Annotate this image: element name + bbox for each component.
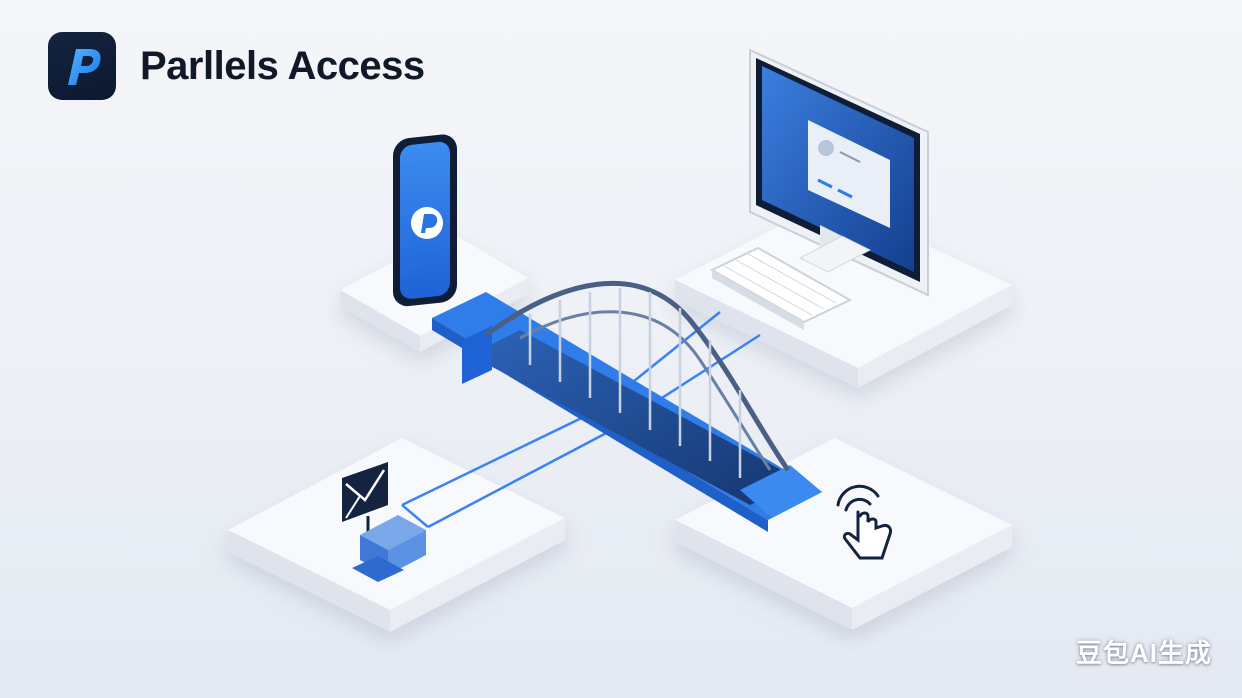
- mail-icon: [342, 462, 426, 582]
- tap-gesture-icon: [836, 484, 892, 560]
- app-title: Parllels Access: [140, 43, 425, 88]
- smartphone-icon: [393, 134, 457, 307]
- brand-header: Parllels Access: [48, 32, 425, 100]
- parallels-p-logo-icon: [48, 32, 116, 100]
- computer-platform: [675, 200, 1012, 388]
- keyboard-icon: [709, 246, 853, 330]
- desktop-monitor-icon: [749, 48, 929, 297]
- watermark-label: 豆包AI生成: [1075, 638, 1212, 668]
- bridge-icon: [432, 280, 822, 532]
